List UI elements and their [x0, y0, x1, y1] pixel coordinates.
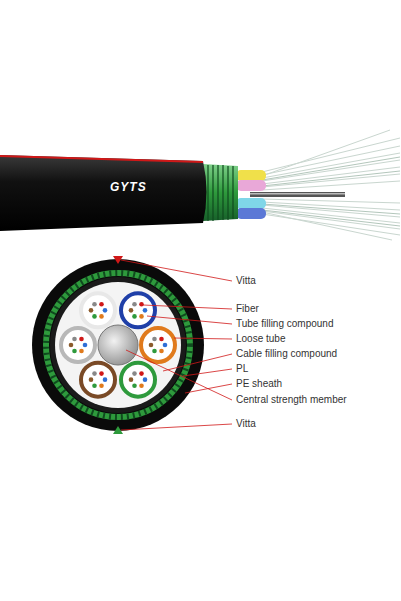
fiber-dot [159, 349, 164, 354]
fiber-dot [72, 349, 77, 354]
loose-tube [121, 293, 155, 327]
fiber-dot [103, 308, 108, 313]
fiber-dot [129, 377, 134, 382]
fiber-dot [69, 343, 74, 348]
fiber-dot [99, 314, 104, 319]
fiber-dot [99, 383, 104, 388]
fiber-dot [99, 371, 104, 376]
fiber-dot [163, 343, 168, 348]
fiber-dot [92, 371, 97, 376]
vitta-stripe [0, 156, 203, 162]
fiber-dot [159, 337, 164, 342]
fiber-dot [152, 337, 157, 342]
part-label: Tube filling compound [236, 318, 333, 330]
fiber-dot [139, 383, 144, 388]
cable-type: GYTS [110, 180, 147, 194]
fiber-dot [92, 383, 97, 388]
fiber-dot [132, 371, 137, 376]
fiber-dot [89, 377, 94, 382]
leader-lines [121, 260, 232, 430]
fiber-dot [83, 343, 88, 348]
pe-sheath [0, 155, 207, 231]
fiber-dot [139, 371, 144, 376]
part-label: Loose tube [236, 333, 286, 345]
fiber-dot [89, 308, 94, 313]
part-label: Fiber [236, 303, 259, 315]
part-label: PL [236, 363, 248, 375]
fiber-dot [139, 314, 144, 319]
fiber-dot [72, 337, 77, 342]
fiber-dot [149, 343, 154, 348]
fiber-dot [152, 349, 157, 354]
part-label: Central strength member [236, 394, 347, 406]
fiber-dot [103, 377, 108, 382]
loose-tube [141, 328, 175, 362]
fiber-dot [132, 314, 137, 319]
fiber-bundle [262, 130, 400, 240]
fiber-dot [139, 302, 144, 307]
fiber-dot [132, 302, 137, 307]
fiber-dot [132, 383, 137, 388]
part-label: Cable filling compound [236, 348, 337, 360]
cross-section [32, 256, 204, 434]
loose-tube [81, 363, 115, 397]
fiber-dot [79, 337, 84, 342]
fiber-dot [129, 308, 134, 313]
fiber-dot [79, 349, 84, 354]
fiber-dot [92, 302, 97, 307]
strength-member [250, 192, 345, 197]
fiber-dot [99, 302, 104, 307]
fiber-dot [143, 377, 148, 382]
fiber-dot [92, 314, 97, 319]
loose-tube [121, 363, 155, 397]
loose-tube [81, 293, 115, 327]
armor-tape [203, 164, 238, 221]
part-label: Vitta [236, 275, 256, 287]
part-label: Vitta [236, 418, 256, 430]
fiber-dot [143, 308, 148, 313]
part-label: PE sheath [236, 378, 282, 390]
loose-tube [61, 328, 95, 362]
